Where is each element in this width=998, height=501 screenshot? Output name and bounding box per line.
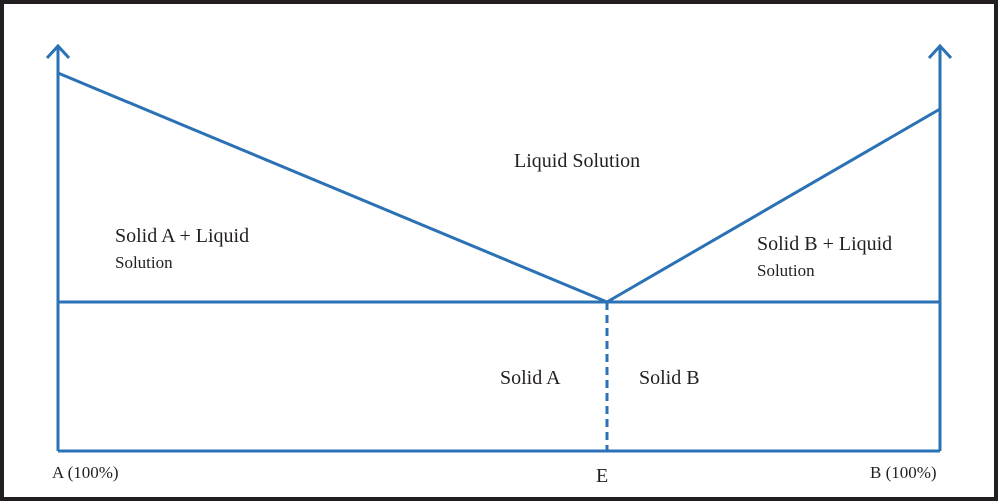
axis-label-e: E <box>596 465 609 487</box>
label-solid-b: Solid B <box>639 367 700 389</box>
axis-label-b: B (100%) <box>870 463 937 482</box>
liquidus-b <box>606 107 941 304</box>
label-solid-a: Solid A <box>500 367 561 389</box>
label-solid-a-liquid: Solid A + Liquid <box>115 225 250 247</box>
left-arrow-icon <box>45 43 71 60</box>
label-liquid-solution: Liquid Solution <box>514 150 641 172</box>
liquidus-a <box>57 71 608 304</box>
axis-label-a: A (100%) <box>52 463 119 482</box>
label-solid-b-liquid-line2: Solution <box>757 261 815 280</box>
label-solid-b-liquid: Solid B + Liquid <box>757 233 893 255</box>
right-arrow-icon <box>927 43 953 60</box>
label-solid-a-liquid-line2: Solution <box>115 253 173 272</box>
